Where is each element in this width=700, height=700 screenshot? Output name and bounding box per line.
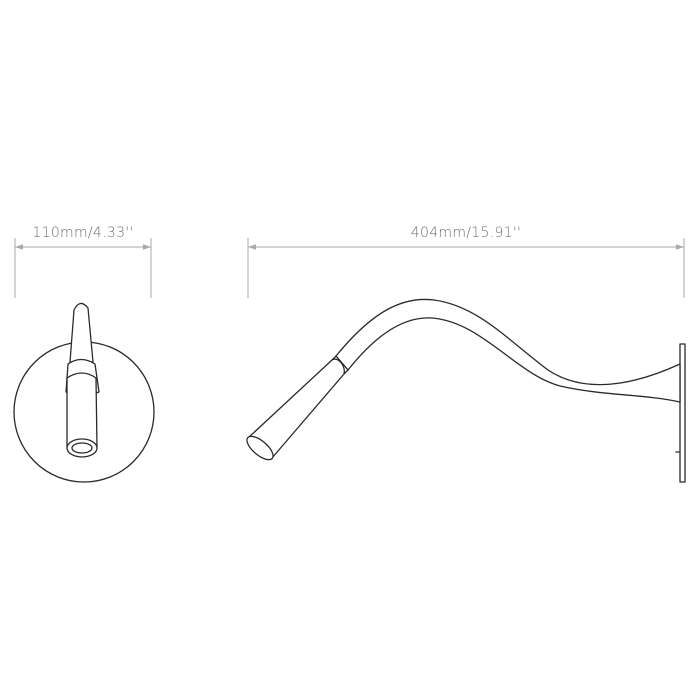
front-lamp-head-end [66,438,98,458]
front-dim-left-arrow [15,244,23,250]
front-dim-right-arrow [143,244,151,250]
side-gooseneck-arm [335,298,681,403]
side-lamp-head-end [246,435,274,461]
front-width-label: 110mm/4.33'' [32,225,133,241]
side-length-label: 404mm/15.91'' [411,225,521,241]
side-length-dimension: 404mm/15.91'' [247,225,685,298]
side-view-lamp [246,298,686,483]
front-width-dimension: 110mm/4.33'' [14,225,152,298]
side-wall-plate [679,343,686,483]
front-gooseneck-arm [69,302,94,363]
side-dim-right-arrow [676,244,684,250]
front-lamp-head [66,372,98,449]
front-lamp-lens [71,442,93,454]
front-view-lamp [13,302,155,483]
side-dim-left-arrow [248,244,256,250]
side-lamp-head [247,358,345,459]
